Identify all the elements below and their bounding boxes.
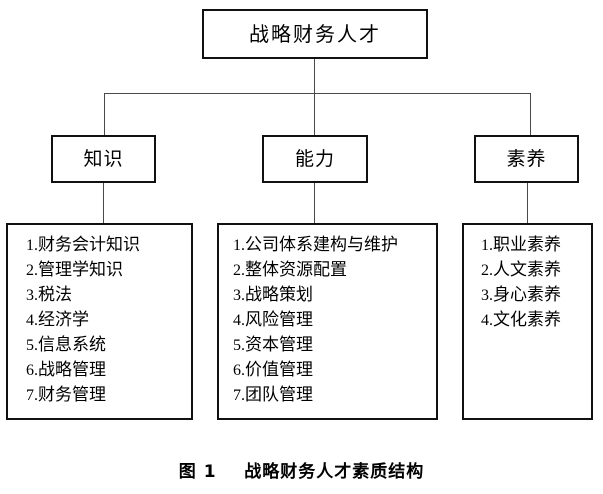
category-box-ability: 能力 [262,135,368,183]
category-label-quality: 素养 [506,147,547,170]
list-item-number: 1. [233,237,245,254]
list-item: 4.经济学 [26,308,191,333]
list-item: 2.人文素养 [481,258,591,283]
list-item-text: 文化素养 [493,310,561,330]
list-item-number: 2. [481,262,493,279]
list-item: 1.财务会计知识 [26,233,191,258]
list-item-number: 4. [26,312,38,329]
list-item-number: 6. [26,362,38,379]
list-item: 6.战略管理 [26,358,191,383]
list-item: 2.整体资源配置 [233,258,436,283]
list-item-text: 财务管理 [38,385,106,405]
connector-drop-quality [530,93,531,135]
list-item-text: 整体资源配置 [245,260,347,280]
list-item: 3.税法 [26,283,191,308]
list-item-number: 1. [481,237,493,254]
list-item: 4.文化素养 [481,308,591,333]
list-item-number: 5. [233,337,245,354]
list-item-text: 战略管理 [38,360,106,380]
list-item: 5.资本管理 [233,333,436,358]
list-item: 6.价值管理 [233,358,436,383]
list-item-text: 战略策划 [245,285,313,305]
list-item-text: 税法 [38,285,72,305]
connector-quality-to-list [527,183,528,224]
category-box-knowledge: 知识 [51,135,156,183]
list-item: 7.团队管理 [233,383,436,408]
list-item: 1.公司体系建构与维护 [233,233,436,258]
list-item-text: 财务会计知识 [38,235,140,255]
list-item-text: 管理学知识 [38,260,123,280]
list-item-number: 3. [481,287,493,304]
list-item-text: 价值管理 [245,360,313,380]
list-item: 3.身心素养 [481,283,591,308]
list-item-text: 经济学 [38,310,89,330]
list-item: 7.财务管理 [26,383,191,408]
list-item-text: 风险管理 [245,310,313,330]
category-box-quality: 素养 [474,135,579,183]
connector-horizontal-bus [104,93,531,94]
list-item-number: 3. [26,287,38,304]
list-item-text: 资本管理 [245,335,313,355]
list-item-number: 4. [233,312,245,329]
detail-list-box-quality: 1.职业素养 2.人文素养 3.身心素养 4.文化素养 [462,223,593,420]
list-item-number: 5. [26,337,38,354]
root-node-box: 战略财务人才 [202,9,428,59]
list-item-text: 人文素养 [493,260,561,280]
list-item-text: 身心素养 [493,285,561,305]
connector-ability-to-list [314,183,315,224]
list-item-number: 3. [233,287,245,304]
figure-caption: 图 1 战略财务人才素质结构 [178,462,425,482]
list-item-number: 6. [233,362,245,379]
list-item: 5.信息系统 [26,333,191,358]
connector-drop-ability [314,93,315,135]
list-item: 2.管理学知识 [26,258,191,283]
detail-list-box-ability: 1.公司体系建构与维护 2.整体资源配置 3.战略策划 4.风险管理 5.资本管… [217,223,438,420]
list-item-text: 公司体系建构与维护 [245,235,398,255]
list-item-number: 7. [233,387,245,404]
category-label-ability: 能力 [294,147,335,170]
list-item-number: 2. [233,262,245,279]
root-node-label: 战略财务人才 [249,22,381,46]
list-item: 4.风险管理 [233,308,436,333]
connector-root-stem [314,59,315,94]
connector-drop-knowledge [104,93,105,135]
list-item-text: 职业素养 [493,235,561,255]
detail-list-box-knowledge: 1.财务会计知识 2.管理学知识 3.税法 4.经济学 5.信息系统 6.战略管… [6,223,193,420]
list-item-number: 2. [26,262,38,279]
category-label-knowledge: 知识 [83,147,124,170]
list-item-text: 团队管理 [245,385,313,405]
list-item-number: 7. [26,387,38,404]
list-item: 3.战略策划 [233,283,436,308]
list-item-text: 信息系统 [38,335,106,355]
list-item-number: 1. [26,237,38,254]
list-item-number: 4. [481,312,493,329]
list-item: 1.职业素养 [481,233,591,258]
connector-knowledge-to-list [103,183,104,224]
